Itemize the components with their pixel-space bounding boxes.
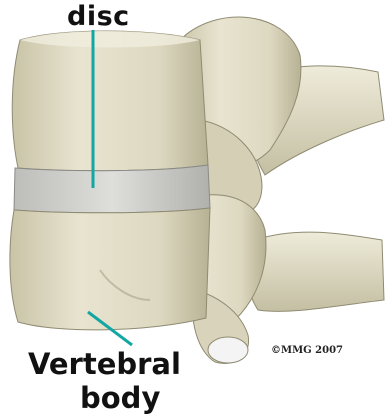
- copyright-notice: ©MMG 2007: [271, 345, 343, 356]
- upper-vertebral-body: [12, 31, 208, 171]
- lower-vertebral-body: [10, 208, 210, 330]
- lower-spinous-process: [247, 232, 384, 311]
- vertebral-body-label-line2: body: [80, 384, 160, 413]
- vertebral-body-label-line1: Vertebral: [28, 350, 181, 379]
- facet-tip: [208, 337, 248, 363]
- intervertebral-disc: [14, 165, 210, 213]
- disc-label: disc: [67, 3, 130, 30]
